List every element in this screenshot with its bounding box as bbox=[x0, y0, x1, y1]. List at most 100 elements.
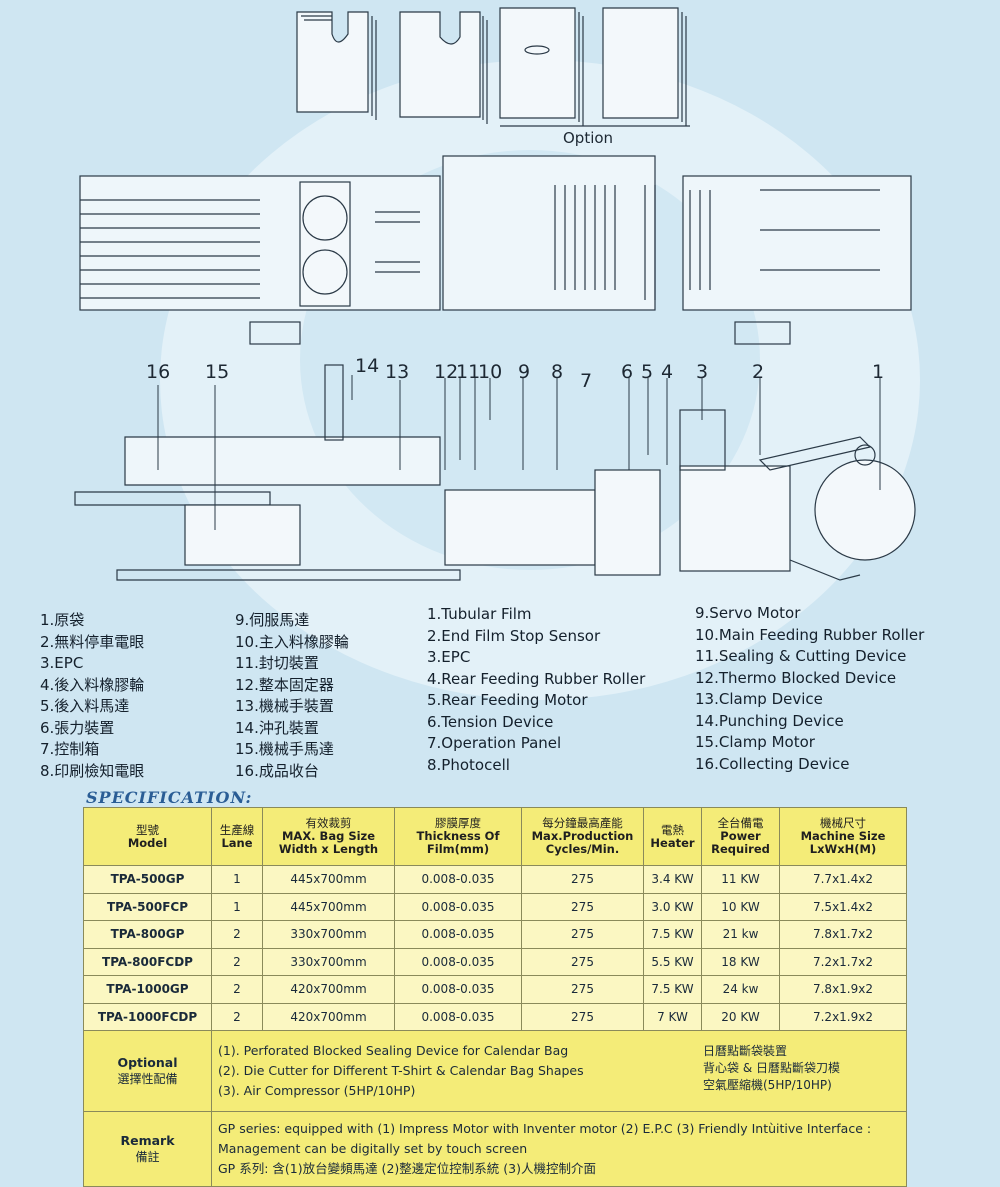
legend-item: 9.伺服馬達 bbox=[235, 611, 310, 629]
optional-item: (3). Air Compressor (5HP/10HP) bbox=[218, 1083, 416, 1098]
table-row: TPA-1000FCDP 2 420x700mm 0.008-0.035 275… bbox=[83, 1002, 907, 1031]
cell-power: 21 kw bbox=[701, 920, 780, 949]
cell-lane: 2 bbox=[211, 947, 263, 976]
legend-item: 4.Rear Feeding Rubber Roller bbox=[427, 669, 646, 688]
callout-8: 8 bbox=[551, 361, 564, 383]
legend-item: 7.Operation Panel bbox=[427, 734, 562, 752]
table-row: TPA-800FCDP 2 330x700mm 0.008-0.035 275 … bbox=[83, 947, 907, 976]
cell-production: 275 bbox=[521, 865, 644, 894]
legend-zh-9-16: 9.伺服馬達 10.主入料橡膠輪 11.封切裝置 12.整本固定器 13.機械手… bbox=[235, 610, 349, 782]
legend-item: 2.無料停車電眼 bbox=[40, 632, 145, 651]
legend-item: 1.Tubular Film bbox=[427, 605, 532, 623]
cell-model: TPA-1000FCDP bbox=[83, 1002, 212, 1031]
callout-9: 9 bbox=[518, 361, 531, 383]
cell-machine-size: 7.2x1.7x2 bbox=[779, 947, 907, 976]
cell-power: 18 KW bbox=[701, 947, 780, 976]
cell-lane: 2 bbox=[211, 1002, 263, 1031]
cell-model: TPA-500FCP bbox=[83, 892, 212, 921]
legend-item: 4.後入料橡膠輪 bbox=[40, 675, 145, 694]
callout-7: 7 bbox=[580, 370, 593, 392]
legend-item: 14.沖孔裝置 bbox=[235, 718, 319, 737]
table-row: TPA-800GP 2 330x700mm 0.008-0.035 275 7.… bbox=[83, 920, 907, 949]
legend-item: 1.原袋 bbox=[40, 611, 85, 629]
callout-13: 13 bbox=[385, 361, 410, 383]
legend-en-9-16: 9.Servo Motor 10.Main Feeding Rubber Rol… bbox=[695, 603, 924, 775]
legend-item: 8.Photocell bbox=[427, 755, 510, 774]
cell-machine-size: 7.7x1.4x2 bbox=[779, 865, 907, 894]
remark-line: Management can be digitally set by touch… bbox=[218, 1141, 528, 1156]
table-row: TPA-1000GP 2 420x700mm 0.008-0.035 275 7… bbox=[83, 975, 907, 1004]
optional-item: (2). Die Cutter for Different T-Shirt & … bbox=[218, 1063, 584, 1078]
legend-en-1-8: 1.Tubular Film 2.End Film Stop Sensor 3.… bbox=[427, 604, 645, 776]
legend-item: 11.封切裝置 bbox=[235, 654, 319, 672]
bag-shape-tshirt-1 bbox=[296, 11, 377, 120]
legend-item: 13.Clamp Device bbox=[695, 690, 823, 708]
legend-item: 9.Servo Motor bbox=[695, 604, 801, 622]
spec-title: SPECIFICATION: bbox=[86, 788, 253, 807]
cell-machine-size: 7.8x1.7x2 bbox=[779, 920, 907, 949]
callout-3: 3 bbox=[696, 361, 709, 383]
cell-bag-size: 445x700mm bbox=[262, 892, 395, 921]
optional-label: Optional 選擇性配備 bbox=[83, 1030, 212, 1112]
legend-item: 11.Sealing & Cutting Device bbox=[695, 647, 907, 665]
callout-12: 12 bbox=[434, 361, 459, 383]
callout-10: 10 bbox=[478, 361, 503, 383]
cell-lane: 2 bbox=[211, 975, 263, 1004]
cell-lane: 2 bbox=[211, 920, 263, 949]
cell-bag-size: 330x700mm bbox=[262, 920, 395, 949]
cell-model: TPA-1000GP bbox=[83, 975, 212, 1004]
legend-item: 8.印刷檢知電眼 bbox=[40, 761, 145, 780]
optional-item: (1). Perforated Blocked Sealing Device f… bbox=[218, 1043, 569, 1058]
legend-item: 16.Collecting Device bbox=[695, 754, 850, 773]
cell-power: 24 kw bbox=[701, 975, 780, 1004]
bag-shape-tshirt-2 bbox=[399, 11, 488, 124]
legend-item: 12.整本固定器 bbox=[235, 675, 334, 694]
cell-thickness: 0.008-0.035 bbox=[394, 865, 522, 894]
cell-model: TPA-800GP bbox=[83, 920, 212, 949]
callout-16: 16 bbox=[146, 361, 171, 383]
cell-power: 20 KW bbox=[701, 1002, 780, 1031]
legend-item: 6.Tension Device bbox=[427, 712, 554, 731]
cell-heater: 7.5 KW bbox=[643, 975, 702, 1004]
cell-heater: 7 KW bbox=[643, 1002, 702, 1031]
cell-heater: 7.5 KW bbox=[643, 920, 702, 949]
optional-content: (1). Perforated Blocked Sealing Device f… bbox=[211, 1030, 907, 1112]
cell-thickness: 0.008-0.035 bbox=[394, 892, 522, 921]
legend-item: 14.Punching Device bbox=[695, 711, 844, 730]
callout-14: 14 bbox=[355, 355, 380, 377]
optional-item-zh: 背心袋 & 日曆點斷袋刀模 bbox=[703, 1061, 840, 1075]
cell-power: 11 KW bbox=[701, 865, 780, 894]
cell-bag-size: 445x700mm bbox=[262, 865, 395, 894]
cell-thickness: 0.008-0.035 bbox=[394, 1002, 522, 1031]
cell-lane: 1 bbox=[211, 892, 263, 921]
cell-machine-size: 7.2x1.9x2 bbox=[779, 1002, 907, 1031]
machine-diagram: Option bbox=[74, 7, 916, 581]
legend-item: 7.控制箱 bbox=[40, 740, 100, 758]
table-row: TPA-500GP 1 445x700mm 0.008-0.035 275 3.… bbox=[83, 865, 907, 894]
optional-row: Optional 選擇性配備 (1). Perforated Blocked S… bbox=[83, 1030, 907, 1112]
cell-thickness: 0.008-0.035 bbox=[394, 947, 522, 976]
side-view bbox=[74, 364, 916, 581]
cell-heater: 3.4 KW bbox=[643, 865, 702, 894]
cell-power: 10 KW bbox=[701, 892, 780, 921]
legend-item: 13.機械手裝置 bbox=[235, 697, 334, 715]
remark-line: GP series: equipped with (1) Impress Mot… bbox=[218, 1121, 872, 1136]
callout-1: 1 bbox=[872, 361, 885, 383]
cell-heater: 5.5 KW bbox=[643, 947, 702, 976]
bag-shape-die-cut bbox=[499, 7, 584, 126]
callout-leaders bbox=[157, 375, 881, 530]
callout-4: 4 bbox=[661, 361, 674, 383]
remark-label: Remark 備註 bbox=[83, 1111, 212, 1187]
cell-heater: 3.0 KW bbox=[643, 892, 702, 921]
legend-item: 3.EPC bbox=[40, 654, 84, 672]
remark-row: Remark 備註 GP series: equipped with (1) I… bbox=[83, 1111, 907, 1187]
cell-bag-size: 420x700mm bbox=[262, 975, 395, 1004]
legend-item: 5.Rear Feeding Motor bbox=[427, 691, 588, 709]
legend-zh-1-8: 1.原袋 2.無料停車電眼 3.EPC 4.後入料橡膠輪 5.後入料馬達 6.張… bbox=[40, 610, 144, 782]
cell-production: 275 bbox=[521, 920, 644, 949]
